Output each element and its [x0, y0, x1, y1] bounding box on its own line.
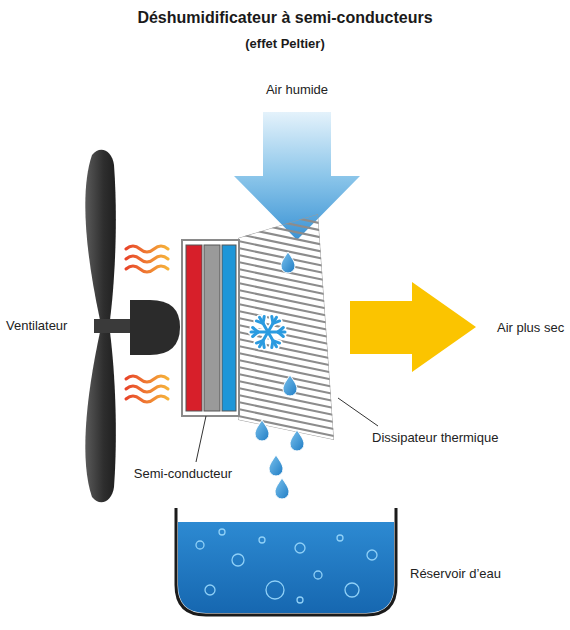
part-label: Ventilateur: [6, 318, 67, 334]
fin: [238, 430, 334, 450]
water-droplets: [255, 252, 304, 499]
leader-lines: [196, 398, 378, 462]
subtitle: (effet Peltier): [245, 36, 324, 52]
bubble: [219, 529, 225, 535]
peltier-module: [182, 240, 239, 416]
water-reservoir: [176, 508, 396, 615]
flake-branch: [263, 316, 264, 323]
bubble: [314, 571, 322, 579]
flake-branch: [272, 341, 273, 348]
flake-arm: [260, 317, 269, 332]
bubble: [196, 541, 204, 549]
part-label: Air plus sec: [497, 320, 564, 336]
flake-branch: [273, 321, 280, 323]
dry-air-arrow: [350, 282, 476, 372]
flake-arm: [268, 332, 277, 347]
bubble: [205, 585, 215, 595]
part-label: Semi-conducteur: [134, 466, 232, 482]
bubble: [297, 597, 303, 603]
bubble: [295, 543, 305, 553]
diagram-title: Déshumidificateur à semi-conducteurs: [137, 8, 432, 27]
heat-waves: [126, 246, 168, 402]
part-label: Réservoir d’eau: [410, 566, 501, 582]
bubble: [367, 550, 377, 560]
flake-arm: [268, 332, 277, 347]
flake-branch: [278, 332, 283, 337]
bubble: [266, 581, 284, 599]
flake-arm: [260, 317, 269, 332]
flake-branch: [256, 341, 263, 343]
bubble: [337, 535, 343, 541]
fin: [238, 206, 334, 226]
bubble: [232, 554, 244, 566]
heat-sink: [238, 206, 334, 450]
flake-branch: [253, 327, 258, 332]
bubble: [259, 537, 265, 543]
fan: [85, 150, 180, 502]
flake-branch: [263, 316, 264, 323]
fin-outline: [238, 214, 334, 440]
bubble: [345, 583, 359, 597]
fin: [238, 416, 334, 436]
fin: [238, 423, 334, 443]
part-label: Air humide: [266, 82, 328, 98]
flake-branch: [272, 341, 273, 348]
part-label: Dissipateur thermique: [372, 430, 498, 446]
snowflake: [251, 316, 285, 347]
